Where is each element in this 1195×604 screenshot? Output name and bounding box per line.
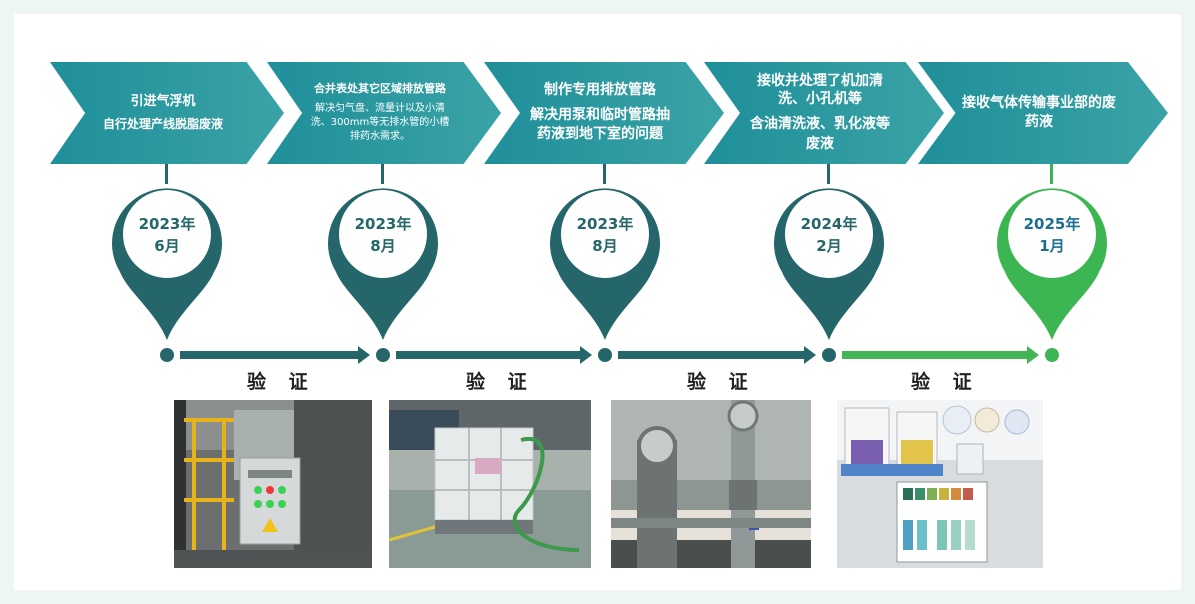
chevron-step-4: 接收并处理了机加清洗、小孔机等 含油清洗液、乳化液等废液 [704,62,944,164]
stem-4 [827,164,830,184]
timeline-dot-1 [160,348,174,362]
photo-ibc-tank [389,400,591,568]
timeline-canvas: 引进气浮机 自行处理产线脱脂废液 合并表处其它区域排放管路 解决匀气盘、流量计以… [14,14,1181,590]
pin-4-month: 2月 [816,237,842,255]
pin-marker-1 [111,188,222,340]
stem-5 [1050,164,1053,184]
pin-marker-2 [328,188,438,340]
timeline-dot-3 [598,348,612,362]
photo-drain-pipes [611,400,811,568]
verify-arrow-1 [180,346,370,364]
verify-arrow-4 [842,346,1039,364]
timeline-dot-5 [1045,348,1059,362]
step-1-title: 引进气浮机 [130,93,196,109]
stem-3 [603,164,606,184]
pin-1-month: 6月 [154,237,180,255]
step-3-desc: 解决用泵和临时管路抽药液到地下室的问题 [530,106,670,143]
pin-marker-3 [550,188,660,340]
verify-arrow-3 [618,346,816,364]
pin-date-2: 2023年 8月 [323,213,443,257]
chevron-step-1: 引进气浮机 自行处理产线脱脂废液 [50,62,284,164]
chevron-step-5: 接收气体传输事业部的废药液 [918,62,1168,164]
pin-1-year: 2023年 [138,215,196,233]
pin-5-month: 1月 [1039,237,1065,255]
stem-1 [165,164,168,184]
timeline-dot-4 [822,348,836,362]
verify-label-1: 验 证 [247,371,316,393]
step-5-title: 接收气体传输事业部的废药液 [962,95,1116,130]
pin-date-1: 2023年 6月 [107,213,227,257]
step-2-desc: 解决匀气盘、流量计以及小清洗、300mm等无排水管的小槽排药水需求。 [310,103,450,143]
pin-2-month: 8月 [370,237,396,255]
pin-2-year: 2023年 [354,215,412,233]
step-4-desc: 含油清洗液、乳化液等废液 [750,116,890,152]
verify-label-4: 验 证 [911,371,980,393]
chevron-step-2: 合并表处其它区域排放管路 解决匀气盘、流量计以及小清洗、300mm等无排水管的小… [267,62,501,164]
pin-4-year: 2024年 [800,215,858,233]
verify-arrow-2 [396,346,592,364]
pin-marker-4 [774,188,884,340]
pin-date-5: 2025年 1月 [992,213,1112,257]
photo-ph-test-kit [837,400,1043,568]
step-2-title: 合并表处其它区域排放管路 [314,81,446,95]
step-1-desc: 自行处理产线脱脂废液 [102,117,223,132]
verify-label-2: 验 证 [466,371,535,393]
pin-3-year: 2023年 [576,215,634,233]
step-3-title: 制作专用排放管路 [544,81,656,98]
step-4-title: 接收并处理了机加清洗、小孔机等 [757,72,883,108]
stem-2 [381,164,384,184]
pin-3-month: 8月 [592,237,618,255]
timeline-dot-2 [376,348,390,362]
pin-5-year: 2025年 [1023,215,1081,233]
chevron-step-3: 制作专用排放管路 解决用泵和临时管路抽药液到地下室的问题 [484,62,724,164]
pin-date-4: 2024年 2月 [769,213,889,257]
verify-label-3: 验 证 [687,371,756,393]
photo-flotation-machine [174,400,372,568]
pin-date-3: 2023年 8月 [545,213,665,257]
pin-marker-5 [997,188,1107,340]
